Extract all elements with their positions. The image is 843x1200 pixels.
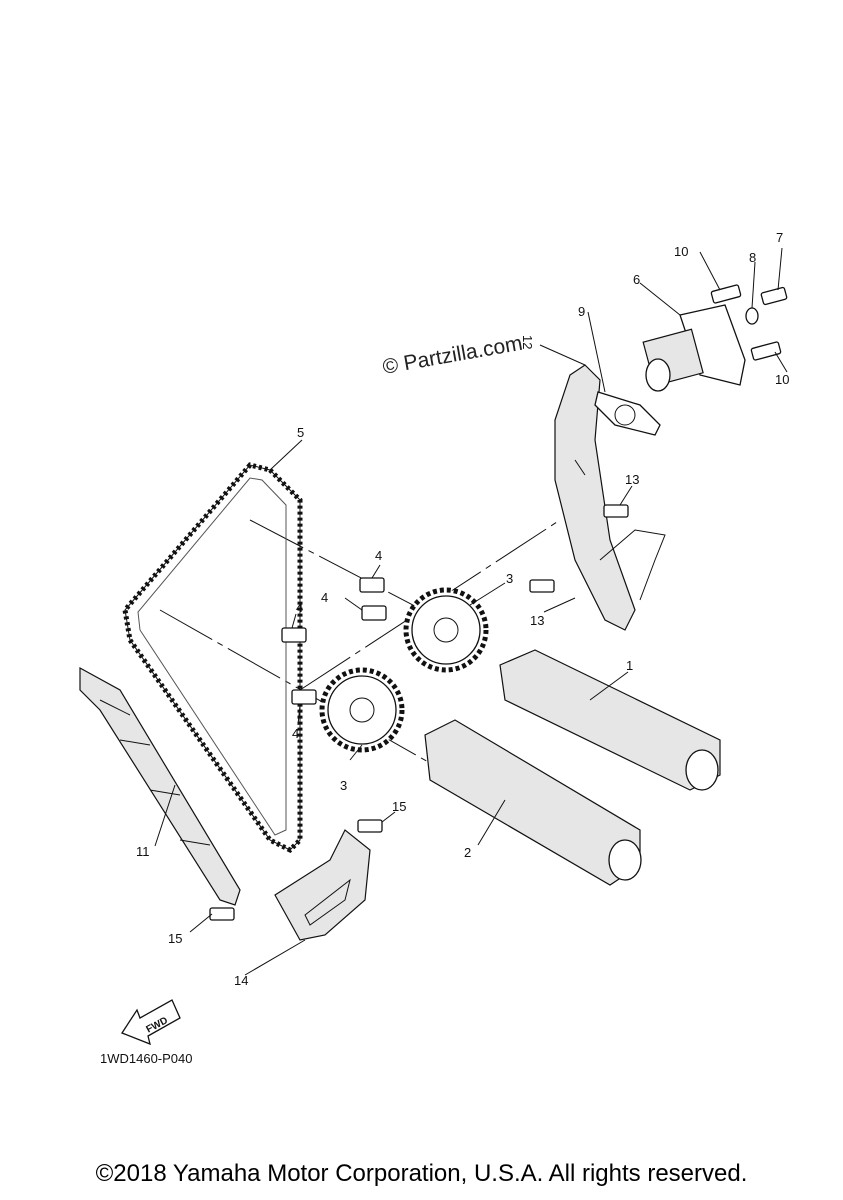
callout-12: 12 <box>520 335 535 349</box>
parts-diagram: © Partzilla.com <box>79 230 789 1066</box>
tensioner-gasket <box>594 391 661 436</box>
leader-lines <box>154 247 788 976</box>
sprocket-bolts <box>281 577 387 705</box>
watermark: © Partzilla.com <box>381 332 524 379</box>
callout-10: 10 <box>775 372 789 387</box>
callout-2: 2 <box>464 845 471 860</box>
callout-3: 3 <box>340 778 347 793</box>
callout-4: 4 <box>296 600 303 615</box>
chain-guide <box>79 666 241 906</box>
tensioner-guide <box>554 364 666 631</box>
callout-4: 4 <box>321 590 328 605</box>
stopper-bolts <box>209 819 383 921</box>
callout-5: 5 <box>297 425 304 440</box>
callout-13: 13 <box>625 472 639 487</box>
callout-6: 6 <box>633 272 640 287</box>
callout-10: 10 <box>674 244 688 259</box>
callout-8: 8 <box>749 250 756 265</box>
callout-4: 4 <box>292 726 299 741</box>
callout-1: 1 <box>626 658 633 673</box>
callout-14: 14 <box>234 973 248 988</box>
callout-9: 9 <box>578 304 585 319</box>
intake-camshaft <box>499 649 721 791</box>
callout-15: 15 <box>168 931 182 946</box>
chain-tensioner <box>642 304 746 392</box>
callout-15: 15 <box>392 799 406 814</box>
camshaft-sprocket-upper <box>403 587 489 673</box>
callout-11: 11 <box>136 844 150 859</box>
callout-4: 4 <box>375 548 382 563</box>
copyright-notice: ©2018 Yamaha Motor Corporation, U.S.A. A… <box>95 1160 748 1187</box>
callouts: 1 2 3 3 4 4 4 4 5 6 7 8 9 10 10 11 12 13… <box>136 230 789 988</box>
camshaft-sprocket-lower <box>319 667 405 753</box>
diagram-code: 1WD1460-P040 <box>100 1051 193 1066</box>
chain-guide-stopper <box>274 829 371 941</box>
callout-3: 3 <box>506 571 513 586</box>
callout-13: 13 <box>530 613 544 628</box>
timing-chain <box>122 462 303 854</box>
fwd-arrow-icon: FWD <box>121 999 181 1046</box>
exhaust-camshaft <box>424 719 642 886</box>
guide-bolts-13 <box>529 504 629 593</box>
callout-7: 7 <box>776 230 783 245</box>
